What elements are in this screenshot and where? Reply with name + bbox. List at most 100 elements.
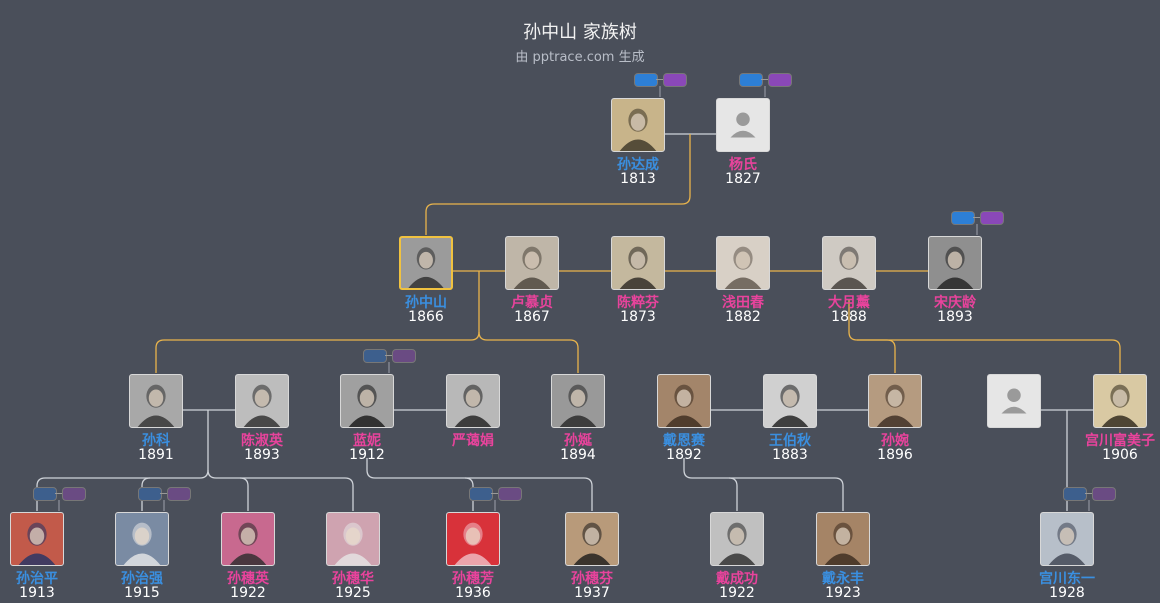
person-name[interactable]: 陈粹芬	[617, 295, 659, 311]
person-photo[interactable]	[446, 374, 500, 428]
person-photo[interactable]	[1040, 512, 1094, 566]
expand-parents-button[interactable]	[363, 349, 387, 363]
person-birth-year: 1893	[937, 309, 973, 325]
person-photo[interactable]	[399, 236, 453, 290]
descent-line	[728, 477, 738, 511]
person-photo[interactable]	[235, 374, 289, 428]
expand-children-button[interactable]	[167, 487, 191, 501]
expand-toggle[interactable]	[363, 349, 419, 363]
expand-children-button[interactable]	[392, 349, 416, 363]
person-name[interactable]: 戴恩赛	[663, 433, 705, 449]
person-photo[interactable]	[340, 374, 394, 428]
person-name[interactable]: 孙中山	[405, 295, 447, 311]
person-birth-year: 1892	[666, 447, 702, 463]
person-photo[interactable]	[816, 512, 870, 566]
expand-children-button[interactable]	[1092, 487, 1116, 501]
expand-parents-button[interactable]	[951, 211, 975, 225]
person-name[interactable]: 孙穗华	[332, 571, 374, 587]
person-birth-year: 1906	[1102, 447, 1138, 463]
descent-line	[425, 134, 691, 235]
person-name[interactable]: 孙穗芬	[571, 571, 613, 587]
expand-children-button[interactable]	[498, 487, 522, 501]
person-name[interactable]: 孙科	[142, 433, 170, 449]
person-name[interactable]: 卢慕贞	[511, 295, 553, 311]
portrait-image	[130, 375, 182, 427]
portrait-image	[566, 513, 618, 565]
person-birth-year: 1922	[230, 585, 266, 601]
person-photo[interactable]	[221, 512, 275, 566]
person-name[interactable]: 王伯秋	[769, 433, 811, 449]
person-name[interactable]: 孙治平	[16, 571, 58, 587]
person-birth-year: 1883	[772, 447, 808, 463]
descent-line	[683, 458, 844, 511]
expand-toggle[interactable]	[739, 73, 795, 87]
person-photo[interactable]	[611, 236, 665, 290]
person-name[interactable]: 大月薰	[828, 295, 870, 311]
person-photo[interactable]	[505, 236, 559, 290]
portrait-image	[823, 237, 875, 289]
person-name[interactable]: 孙婉	[881, 433, 909, 449]
person-photo[interactable]	[716, 236, 770, 290]
person-photo[interactable]	[446, 512, 500, 566]
person-photo[interactable]	[129, 374, 183, 428]
expand-children-button[interactable]	[768, 73, 792, 87]
toggle-link	[385, 355, 392, 356]
expand-toggle[interactable]	[469, 487, 525, 501]
portrait-image	[447, 513, 499, 565]
person-photo[interactable]	[657, 374, 711, 428]
expand-parents-button[interactable]	[1063, 487, 1087, 501]
person-birth-year: 1896	[877, 447, 913, 463]
expand-toggle[interactable]	[634, 73, 690, 87]
person-name[interactable]: 陈淑英	[241, 433, 283, 449]
person-photo[interactable]	[10, 512, 64, 566]
person-photo[interactable]	[326, 512, 380, 566]
person-name[interactable]: 宋庆龄	[934, 295, 976, 311]
expand-parents-button[interactable]	[33, 487, 57, 501]
expand-parents-button[interactable]	[739, 73, 763, 87]
person-name[interactable]: 浅田春	[722, 295, 764, 311]
person-photo[interactable]	[928, 236, 982, 290]
person-photo[interactable]	[763, 374, 817, 428]
person-photo[interactable]	[868, 374, 922, 428]
person-birth-year: 1827	[725, 171, 761, 187]
person-name[interactable]: 蓝妮	[353, 433, 381, 449]
expand-parents-button[interactable]	[634, 73, 658, 87]
expand-parents-button[interactable]	[469, 487, 493, 501]
person-birth-year: 1922	[719, 585, 755, 601]
expand-toggle[interactable]	[1063, 487, 1119, 501]
person-name[interactable]: 戴成功	[716, 571, 758, 587]
person-name[interactable]: 孙穗英	[227, 571, 269, 587]
expand-children-button[interactable]	[663, 73, 687, 87]
person-name[interactable]: 孙达成	[617, 157, 659, 173]
expand-children-button[interactable]	[62, 487, 86, 501]
person-name[interactable]: 宫川富美子	[1085, 433, 1155, 449]
person-photo[interactable]	[565, 512, 619, 566]
person-birth-year: 1912	[349, 447, 385, 463]
page-title: 孙中山 家族树	[523, 22, 637, 43]
person-photo-placeholder[interactable]	[716, 98, 770, 152]
expand-toggle[interactable]	[138, 487, 194, 501]
person-photo[interactable]	[611, 98, 665, 152]
person-name[interactable]: 严蔼娟	[452, 433, 494, 449]
person-name[interactable]: 宫川东一	[1039, 571, 1095, 587]
expand-toggle[interactable]	[951, 211, 1007, 225]
person-photo[interactable]	[551, 374, 605, 428]
person-photo[interactable]	[710, 512, 764, 566]
expand-children-button[interactable]	[980, 211, 1004, 225]
person-name[interactable]: 孙娫	[564, 433, 592, 449]
person-name[interactable]: 杨氏	[729, 157, 757, 173]
expand-parents-button[interactable]	[138, 487, 162, 501]
page-subtitle: 由 pptrace.com 生成	[515, 50, 645, 65]
person-name[interactable]: 孙穗芳	[452, 571, 494, 587]
person-name[interactable]: 孙治强	[121, 571, 163, 587]
person-name[interactable]: 戴永丰	[822, 571, 864, 587]
toggle-link	[973, 217, 980, 218]
person-photo[interactable]	[115, 512, 169, 566]
person-photo-placeholder[interactable]	[987, 374, 1041, 428]
expand-toggle[interactable]	[33, 487, 89, 501]
avatar-placeholder-icon	[717, 99, 769, 151]
person-photo[interactable]	[1093, 374, 1147, 428]
person-photo[interactable]	[822, 236, 876, 290]
portrait-image	[327, 513, 379, 565]
